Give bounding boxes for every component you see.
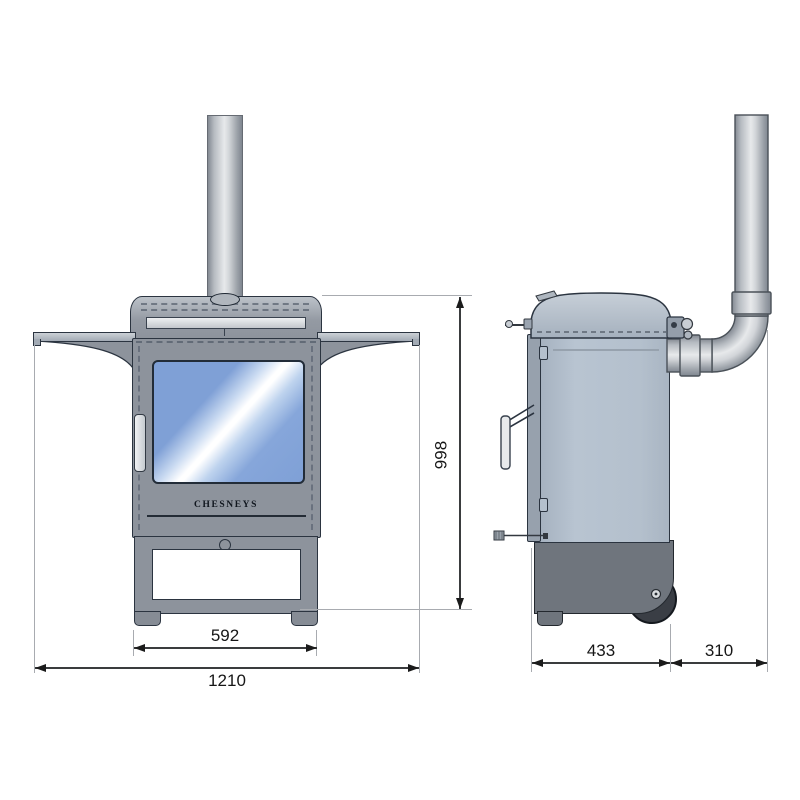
damper-handle <box>535 290 558 302</box>
dim-line-overall-width <box>35 667 419 669</box>
flue-flange <box>210 293 240 306</box>
lid-center-tick <box>224 328 226 336</box>
body-seam-right <box>311 346 313 530</box>
body-seam-top <box>136 341 316 343</box>
ash-tool-head-hatch <box>495 531 503 540</box>
side-panel-seam <box>553 349 659 351</box>
ext-line-base-left <box>133 630 134 656</box>
flue-pipe-front <box>207 115 243 298</box>
ext-line-depth-back <box>670 624 671 672</box>
door-handle-bar <box>500 415 511 470</box>
right-shelf-bracket <box>317 340 416 370</box>
wheel-bolt-center <box>654 592 658 596</box>
left-shelf <box>33 332 136 342</box>
flue-elbow <box>711 315 769 373</box>
dim-line-height <box>459 297 461 609</box>
arrow-height-top <box>456 297 464 308</box>
flue-pipe-vertical <box>734 114 769 317</box>
brand-underline <box>147 515 306 517</box>
door-handle-arms <box>507 404 535 429</box>
glass-door-window <box>152 360 305 484</box>
dim-label-base-width: 592 <box>210 626 240 645</box>
arrow-overall-right <box>408 664 419 672</box>
ext-line-base-right <box>316 630 317 656</box>
dim-line-flue-offset <box>671 662 767 664</box>
dim-label-height: 998 <box>431 440 451 470</box>
ext-line-height-bottom <box>300 609 472 610</box>
door-handle-front <box>134 414 146 472</box>
ext-line-flue <box>767 330 768 672</box>
rear-hinge-knob-lower <box>683 330 693 340</box>
arrow-height-bottom <box>456 598 464 609</box>
rear-hinge-pin <box>671 322 677 328</box>
door-latch-ring <box>505 320 513 328</box>
arrow-depth-left <box>532 659 543 667</box>
arrow-base-left <box>134 644 145 652</box>
side-door-hinge-tab-bottom <box>539 498 548 512</box>
arrow-depth-right <box>659 659 670 667</box>
ash-tool-tip <box>543 533 548 539</box>
brand-label: CHESNEYS <box>193 500 259 510</box>
left-shelf-lip <box>33 339 41 346</box>
dim-label-body-depth: 433 <box>586 641 616 660</box>
flue-collar-horizontal <box>679 334 701 377</box>
lid-vent-slot <box>146 317 306 329</box>
ext-line-depth-front <box>531 548 532 672</box>
lid-rivet-row-2 <box>141 309 309 311</box>
arrow-base-right <box>306 644 317 652</box>
dim-line-base-width <box>134 647 317 649</box>
stand-foot-left <box>134 611 161 626</box>
arrow-flue-right <box>756 659 767 667</box>
side-door-hinge-tab-top <box>539 346 548 360</box>
left-shelf-bracket <box>35 340 134 370</box>
flue-collar-vertical <box>731 291 772 315</box>
side-base-foot <box>537 611 563 626</box>
ext-line-height-top <box>322 295 472 296</box>
rear-hinge-knob-upper <box>680 317 694 331</box>
arrow-flue-left <box>671 659 682 667</box>
side-base <box>534 540 674 614</box>
ext-line-overall-right <box>419 345 420 673</box>
log-store-opening <box>152 549 301 600</box>
door-latch-block <box>523 318 533 330</box>
arrow-overall-left <box>35 664 46 672</box>
dim-line-body-depth <box>532 662 670 664</box>
stand-foot-right <box>291 611 318 626</box>
right-shelf-lip <box>412 339 420 346</box>
right-shelf <box>317 332 420 342</box>
dim-label-overall-width: 1210 <box>208 671 246 690</box>
dim-label-flue-offset: 310 <box>704 641 734 660</box>
side-lid <box>530 292 672 339</box>
ext-line-overall-left <box>34 345 35 673</box>
